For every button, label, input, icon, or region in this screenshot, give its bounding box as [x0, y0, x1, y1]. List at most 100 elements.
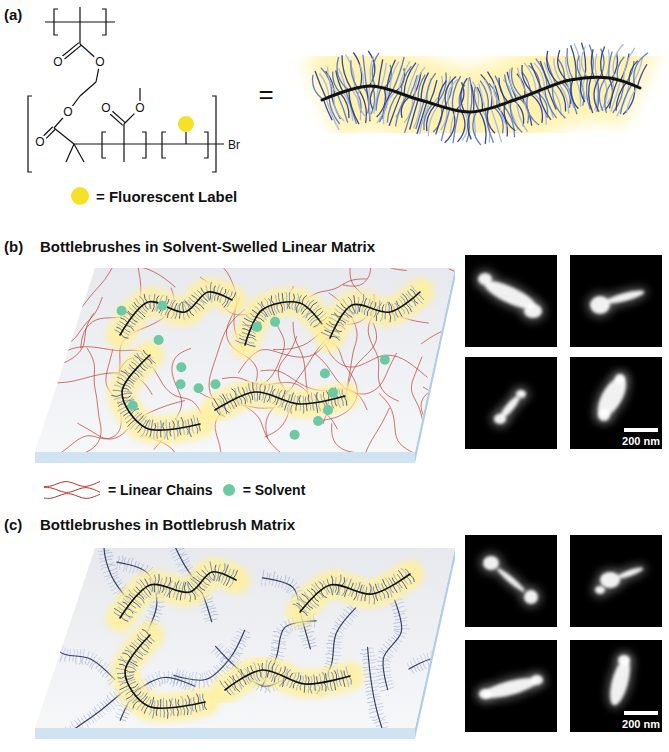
side-chain [314, 596, 319, 601]
fluorescent-glow [122, 355, 200, 430]
side-chain [214, 293, 217, 301]
side-chain [280, 303, 282, 313]
side-chain [151, 585, 153, 592]
side-chain [76, 728, 80, 734]
backbone [120, 292, 232, 335]
side-chain [153, 619, 160, 622]
side-chain [344, 588, 347, 597]
side-chain [148, 586, 151, 593]
side-chain [325, 663, 331, 665]
side-chain [293, 672, 296, 680]
side-chain [325, 653, 333, 655]
side-chain [336, 634, 343, 637]
side-chain [378, 583, 381, 591]
side-chain [60, 648, 64, 653]
side-chain [327, 579, 329, 585]
side-chain [461, 672, 464, 679]
side-chain [310, 403, 311, 410]
side-chain [118, 659, 127, 664]
side-chain [396, 301, 400, 308]
side-chain [154, 701, 155, 708]
side-chain [104, 664, 109, 670]
side-chain [196, 425, 198, 434]
side-chain [197, 417, 199, 424]
side-chain [430, 80, 437, 103]
side-chain [41, 634, 44, 641]
linear-chain [332, 423, 375, 503]
side-chain [396, 641, 400, 645]
side-chain [396, 602, 403, 605]
side-chain [107, 562, 114, 564]
side-chain [187, 695, 189, 705]
side-chain [373, 690, 378, 691]
side-chain [387, 684, 394, 686]
side-chain [245, 395, 248, 403]
side-chain [238, 387, 242, 396]
side-chain [436, 658, 438, 665]
side-chain [170, 708, 172, 716]
side-chain [99, 659, 104, 665]
side-chain [247, 337, 256, 340]
side-chain [323, 581, 326, 587]
side-chain [112, 574, 118, 577]
side-chain [276, 389, 279, 397]
side-chain [271, 653, 277, 655]
side-chain [217, 653, 222, 658]
side-chain [34, 632, 36, 638]
side-chain [193, 415, 195, 425]
side-chain [132, 566, 134, 573]
solvent-dot [380, 355, 390, 365]
side-chain [178, 674, 180, 679]
side-chain [57, 652, 60, 656]
side-chain [305, 629, 310, 630]
side-chain [392, 608, 397, 610]
side-chain [142, 629, 149, 636]
side-chain [160, 430, 161, 437]
side-chain [128, 368, 133, 373]
side-chain [335, 638, 341, 639]
side-chain [50, 625, 56, 626]
side-chain [362, 659, 368, 661]
side-chain [509, 69, 519, 98]
side-chain [226, 663, 231, 668]
side-chain [234, 637, 240, 640]
side-chain [388, 302, 390, 312]
side-chain [385, 655, 392, 658]
side-chain [116, 713, 122, 716]
bottlebrush [235, 292, 327, 347]
side-chain [300, 684, 302, 691]
side-chain [119, 321, 126, 325]
side-chain [188, 300, 194, 305]
side-chain [57, 734, 62, 739]
side-chain [342, 390, 344, 397]
side-chain [173, 590, 176, 597]
bracket [212, 96, 216, 172]
side-chain [407, 663, 410, 668]
backbone [0, 609, 58, 649]
side-chain [122, 653, 130, 658]
side-chain [240, 640, 245, 643]
side-chain [132, 686, 139, 691]
side-chain [135, 370, 143, 377]
side-chain [134, 355, 142, 363]
side-chain [41, 642, 44, 648]
side-chain [430, 659, 432, 664]
side-chain [190, 698, 192, 705]
side-chain [212, 572, 215, 581]
side-chain [130, 645, 137, 650]
side-chain [334, 625, 339, 628]
side-chain [416, 296, 423, 304]
side-chain [287, 402, 290, 412]
side-chain [121, 555, 123, 562]
side-chain [70, 732, 74, 737]
side-chain [42, 591, 45, 596]
side-chain [609, 52, 612, 78]
side-chain [322, 672, 325, 682]
side-chain [269, 573, 271, 579]
side-chain [334, 644, 340, 646]
side-chain [13, 636, 14, 642]
side-chain [189, 310, 194, 316]
side-chain [345, 579, 348, 587]
side-chain [458, 670, 461, 675]
side-chain [204, 614, 209, 616]
